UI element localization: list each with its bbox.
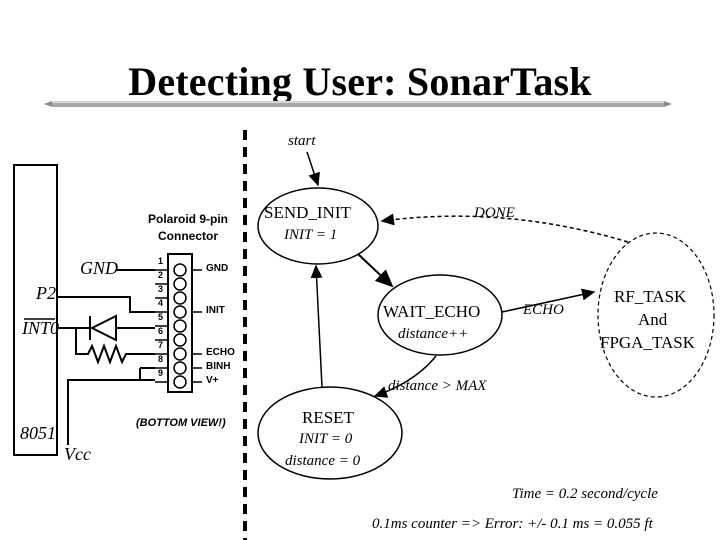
label-gnd: GND — [80, 258, 119, 278]
arrow-wait-to-reset — [373, 355, 437, 398]
transition-done-label: DONE — [474, 205, 515, 221]
state-wait-echo — [377, 274, 503, 356]
wait-echo-name: WAIT_ECHO — [383, 302, 481, 321]
transition-echo-label: ECHO — [523, 302, 564, 318]
reset-action-2: distance = 0 — [285, 453, 361, 469]
label-p2: P2 — [36, 283, 56, 303]
label-vcc: Vcc — [64, 444, 91, 464]
label-8051: 8051 — [20, 423, 56, 443]
connector-title-2: Connector — [158, 229, 218, 243]
start-arrow — [306, 151, 320, 187]
pin-number-4: 4 — [158, 298, 164, 308]
start-label: start — [288, 133, 316, 149]
state-reset — [257, 386, 403, 480]
pin-number-3: 3 — [158, 284, 164, 294]
note-time: Time = 0.2 second/cycle — [512, 486, 658, 502]
title-underline — [44, 101, 672, 107]
pin-number-7: 7 — [158, 340, 164, 350]
pin-label-gnd: GND — [206, 263, 229, 274]
pin-number-8: 8 — [158, 354, 164, 364]
pin-number-9: 9 — [158, 368, 164, 378]
arrow-wait-to-rf — [501, 288, 596, 313]
pin-number-2: 2 — [158, 270, 164, 280]
rf-task-name-3: FPGA_TASK — [600, 333, 695, 352]
page-title: Detecting User: SonarTask — [128, 59, 592, 104]
pin-number-1: 1 — [158, 256, 164, 266]
send-init-action: INIT = 1 — [284, 227, 338, 243]
state-send-init — [257, 187, 379, 265]
connector-body — [167, 253, 193, 393]
send-init-name: SEND_INIT — [264, 203, 351, 222]
rf-task-name-2: And — [638, 310, 668, 329]
wait-echo-action: distance++ — [398, 326, 469, 342]
label-int0: INT0 — [22, 318, 60, 338]
reset-name: RESET — [302, 408, 354, 427]
pin-number-6: 6 — [158, 326, 164, 336]
arrow-send-to-wait — [357, 253, 394, 288]
note-error: 0.1ms counter => Error: +/- 0.1 ms = 0.0… — [372, 516, 653, 532]
connector-title-1: Polaroid 9-pin — [148, 212, 229, 226]
bottom-view-label: (BOTTOM VIEW!) — [136, 417, 226, 429]
chip-8051 — [13, 164, 58, 456]
pin-label-echo: ECHO — [206, 347, 235, 358]
transition-overflow-label: distance > MAX — [388, 378, 487, 394]
rf-task-name-1: RF_TASK — [614, 287, 687, 306]
arrow-reset-to-send — [310, 264, 323, 388]
schematic — [13, 164, 202, 456]
arrow-rf-to-send — [380, 213, 629, 243]
pin-label-init: INIT — [206, 305, 225, 316]
pin-label-binh: BINH — [206, 361, 231, 372]
pin-label-vplus: V+ — [206, 375, 219, 386]
state-rf-fpga — [597, 232, 715, 398]
pin-number-5: 5 — [158, 312, 164, 322]
reset-action-1: INIT = 0 — [299, 431, 353, 447]
